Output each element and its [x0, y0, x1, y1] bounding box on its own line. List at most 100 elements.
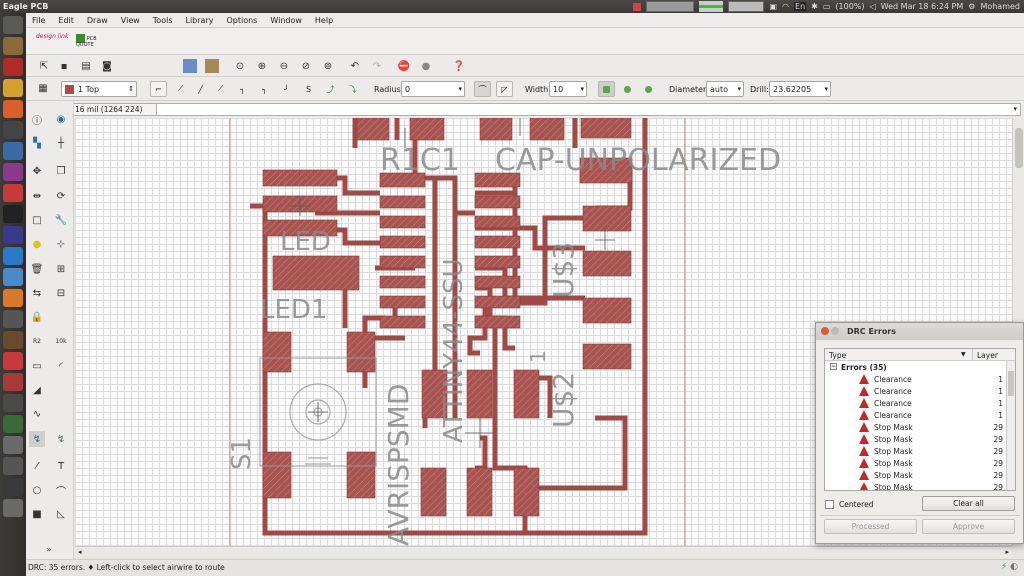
battery-icon[interactable]: ▭ — [822, 2, 831, 11]
via-square-button[interactable] — [598, 81, 615, 97]
grid-icon[interactable]: ▦ — [38, 82, 48, 94]
launcher-app10-icon[interactable] — [3, 478, 23, 496]
menu-file[interactable]: File — [32, 16, 46, 25]
group-icon[interactable]: □ — [32, 214, 42, 226]
cam-icon[interactable]: ◙ — [102, 60, 112, 72]
menu-view[interactable]: View — [120, 16, 140, 25]
rotate-icon[interactable]: ⟳ — [56, 190, 66, 202]
zoom-redraw-icon[interactable]: ⊘ — [301, 60, 311, 72]
bend-style-4-button[interactable]: ┐ — [240, 84, 245, 94]
text-icon[interactable]: T — [57, 460, 65, 472]
launcher-writer-icon[interactable] — [3, 142, 23, 160]
launcher-app5-icon[interactable] — [3, 373, 23, 391]
launcher-chrome-icon[interactable] — [3, 79, 23, 97]
menu-tools[interactable]: Tools — [152, 16, 173, 25]
minimize-icon[interactable] — [831, 327, 839, 335]
go-icon[interactable]: ● — [421, 60, 431, 72]
launcher-filezilla-icon[interactable] — [3, 58, 23, 76]
launcher-firefox-icon[interactable] — [3, 100, 23, 118]
pcb-quote-logo[interactable]: PCB QUOTE — [76, 34, 106, 49]
bluetooth-icon[interactable]: ✱ — [811, 2, 818, 11]
command-input[interactable]: ▾ — [156, 103, 1021, 116]
launcher-sketch-icon[interactable] — [3, 268, 23, 286]
close-icon[interactable] — [821, 327, 829, 335]
header-layer[interactable]: Layer — [977, 351, 998, 360]
split-icon[interactable]: ▭ — [32, 360, 42, 372]
volume-icon[interactable]: ◁ — [869, 2, 876, 11]
replace-icon[interactable]: ⊟ — [56, 287, 66, 299]
scroll-left-icon[interactable]: ◂ — [78, 548, 82, 556]
optimize-icon[interactable]: ◢ — [33, 384, 41, 396]
menu-help[interactable]: Help — [314, 16, 334, 25]
rect-icon[interactable]: ■ — [32, 508, 42, 520]
layer-icon[interactable] — [183, 59, 197, 73]
error-group[interactable]: − Errors (35) — [825, 361, 1015, 373]
indicator-icon[interactable] — [633, 2, 642, 11]
menu-edit[interactable]: Edit — [58, 16, 74, 25]
stop-icon[interactable]: ⛔ — [397, 60, 411, 72]
arc-icon[interactable]: ⌒ — [56, 486, 66, 498]
menu-window[interactable]: Window — [270, 16, 302, 25]
wire-icon[interactable]: ⁄ — [36, 460, 38, 472]
circle-icon[interactable]: ○ — [32, 484, 42, 496]
list-scroll-thumb[interactable] — [1008, 371, 1014, 396]
designlink-logo[interactable]: design link — [36, 33, 69, 40]
layer-select[interactable]: 1 Top⇕ — [61, 81, 137, 97]
launcher-app4-icon[interactable] — [3, 352, 23, 370]
add-icon[interactable]: ⊞ — [56, 263, 66, 275]
menu-library[interactable]: Library — [185, 16, 214, 25]
launcher-files-icon[interactable] — [3, 37, 23, 55]
header-type[interactable]: Type — [829, 351, 847, 360]
move-icon[interactable]: ✥ — [32, 165, 42, 177]
save-icon[interactable]: ▪ — [60, 60, 68, 72]
help-icon[interactable]: ❓ — [452, 60, 466, 72]
name-icon[interactable]: R2 — [33, 337, 41, 345]
smash-icon[interactable]: ⊹ — [56, 238, 66, 250]
bend-style-2-button[interactable]: ╱ — [198, 84, 203, 94]
diameter-select[interactable]: auto▾ — [706, 81, 744, 97]
show-icon[interactable]: ◉ — [56, 113, 66, 125]
lock-icon[interactable]: 🔒 — [30, 311, 44, 323]
launcher-trash-icon[interactable] — [3, 499, 23, 517]
pinswap-icon[interactable]: ⇆ — [32, 287, 42, 299]
radius-select[interactable]: 0▾ — [401, 81, 465, 97]
dropbox-icon[interactable]: ▣ — [769, 2, 778, 11]
mark-icon[interactable]: ┼ — [57, 137, 65, 149]
bend-style-3-button[interactable]: ⟋ — [217, 84, 224, 93]
route-icon[interactable]: ↯ — [29, 431, 45, 447]
launcher-popcorn-icon[interactable] — [3, 184, 23, 202]
keyboard-indicator[interactable]: En — [794, 2, 807, 11]
clock[interactable]: Wed Mar 18 6:24 PM — [880, 2, 964, 11]
via-octagon-button[interactable] — [640, 81, 657, 97]
mirror-icon[interactable]: ⇹ — [32, 190, 42, 202]
value-icon[interactable]: 10k — [55, 337, 67, 345]
width-select[interactable]: 10▾ — [549, 81, 587, 97]
undo-icon[interactable]: ↶ — [350, 60, 360, 72]
copy-icon[interactable]: ❐ — [56, 165, 66, 177]
launcher-app9-icon[interactable] — [3, 457, 23, 475]
bend-style-1-button[interactable]: ⟋ — [177, 84, 184, 93]
miter-round-button[interactable]: ⌒ — [474, 81, 491, 97]
launcher-app3-icon[interactable] — [3, 331, 23, 349]
delete-icon[interactable]: 🗑 — [30, 263, 44, 275]
settings-icon[interactable]: ⚙ — [968, 2, 976, 11]
scroll-thumb[interactable] — [1015, 128, 1023, 168]
bend-style-0-button[interactable]: ⌐ — [150, 81, 167, 97]
miter-icon[interactable]: ◜ — [59, 360, 63, 372]
launcher-app-icon[interactable] — [3, 121, 23, 139]
centered-checkbox[interactable] — [825, 500, 834, 509]
launcher-dash-icon[interactable] — [3, 16, 23, 34]
bend-style-8-button[interactable]: ⤴ — [326, 84, 335, 94]
collapse-icon[interactable]: − — [830, 363, 837, 370]
scroll-right-icon[interactable]: ▸ — [1005, 548, 1009, 556]
paste-icon[interactable]: ● — [32, 238, 42, 250]
